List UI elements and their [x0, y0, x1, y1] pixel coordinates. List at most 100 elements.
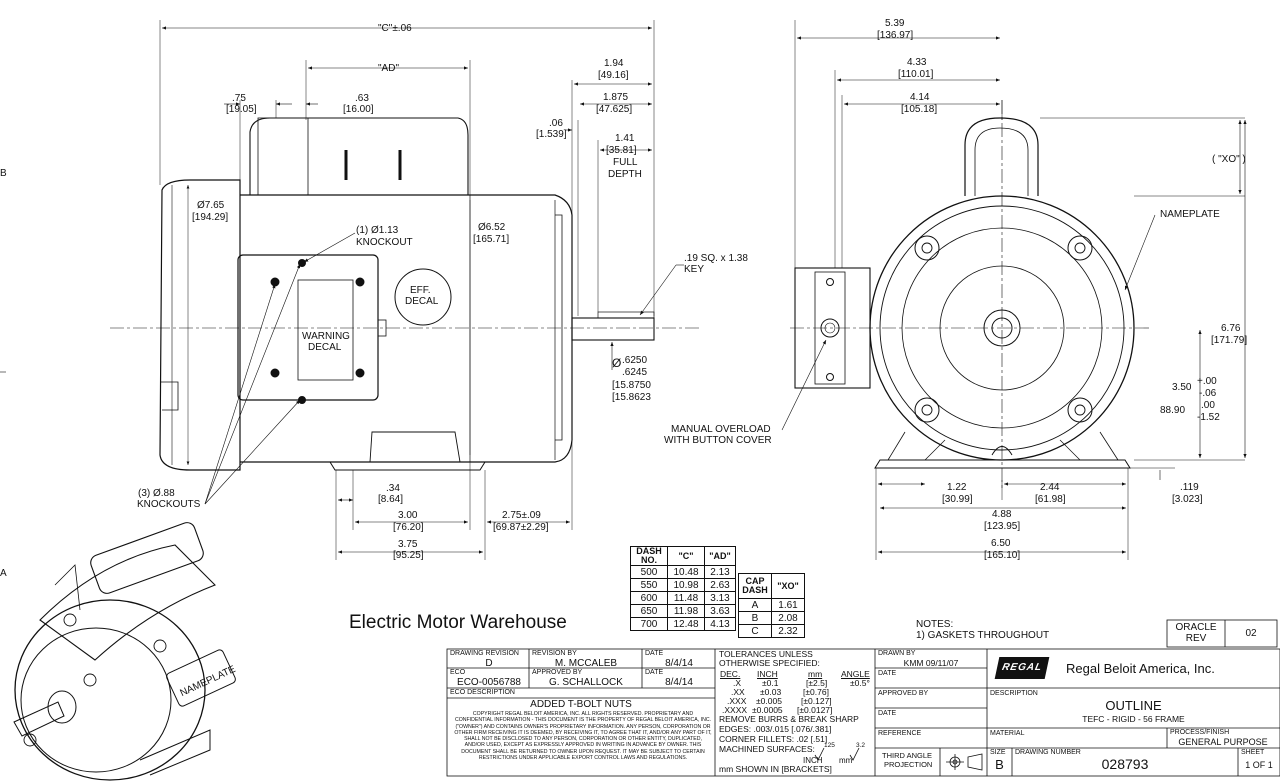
dim-244: 2.44	[1040, 482, 1060, 493]
corner-fillets-note: CORNER FILLETS: .02 [.51]	[719, 734, 828, 744]
dim-350-tol-plus: +.00	[1197, 376, 1217, 387]
dim-006: .06	[549, 118, 563, 129]
dim-034: .34	[386, 483, 400, 494]
dim-c-label: "C"±.06	[378, 23, 412, 34]
dim-194-mm: [49.16]	[598, 70, 629, 81]
brand-caption: Electric Motor Warehouse	[349, 612, 567, 633]
cell: 500	[630, 565, 668, 579]
cell: 550	[630, 578, 668, 592]
tol-x: .X	[733, 678, 742, 688]
oracle-label: ORACLE	[1175, 622, 1217, 633]
iso-view	[13, 522, 236, 781]
full-depth-1: FULL	[613, 157, 638, 168]
dim-350-tol-minus: -.06	[1199, 388, 1217, 399]
dim-075-mm: [19.05]	[226, 104, 257, 115]
tol-angle-value: ±0.5°	[850, 678, 870, 688]
dim-1875-mm: [47.625]	[596, 104, 633, 115]
cell: 650	[630, 604, 668, 618]
drawing-revision: D	[485, 658, 493, 669]
dim-244-mm: [61.98]	[1035, 494, 1066, 505]
revision-by: M. MCCALEB	[554, 658, 618, 669]
ms-mm: mm	[839, 756, 853, 765]
title-block-frame	[446, 619, 1280, 777]
shaft-mm-2: [15.8623	[612, 392, 651, 403]
revision-by-label: REVISION BY	[532, 650, 577, 657]
dim-119-mm: [3.023]	[1172, 494, 1203, 505]
sheet-value: 1 OF 1	[1245, 760, 1273, 770]
notes-line-1: 1) GASKETS THROUGHOUT	[916, 630, 1050, 641]
dim-119: .119	[1180, 482, 1199, 493]
dim-006-mm: [1.539]	[536, 129, 567, 140]
description-label: DESCRIPTION	[990, 690, 1038, 697]
drawn-by-label: DRAWN BY	[878, 650, 916, 657]
dim-488: 4.88	[992, 509, 1012, 520]
dim-433: 4.33	[907, 57, 927, 68]
tol-xx: .XX	[731, 687, 745, 697]
dim-063-mm: [16.00]	[343, 104, 374, 115]
ms-32: 3.2	[856, 742, 866, 749]
c-col-header: "C"	[667, 546, 705, 566]
full-depth-2: DEPTH	[608, 169, 642, 180]
knockouts-088: (3) Ø.88	[138, 488, 175, 499]
shaft-dim-1: .6250	[622, 355, 648, 366]
shaft-phi: Ø	[612, 356, 622, 370]
projection-label: PROJECTION	[884, 760, 933, 769]
dim-676-mm: [171.79]	[1211, 335, 1248, 346]
ad-col-header: "AD"	[704, 546, 736, 566]
dim-063: .63	[355, 93, 369, 104]
dim-539: 5.39	[885, 18, 905, 29]
dim-141: 1.41	[615, 133, 635, 144]
key-label-2: KEY	[684, 264, 705, 275]
side-view	[110, 20, 700, 560]
legal-notice: COPYRIGHT REGAL BELOIT AMERICA, INC. ALL…	[454, 711, 712, 762]
cell: C	[738, 624, 772, 638]
border-letter-b: B	[0, 168, 7, 179]
knockout-113b: KNOCKOUT	[356, 237, 413, 248]
drawing-revision-label: DRAWING REVISION	[450, 650, 519, 657]
tolerances-title-2: OTHERWISE SPECIFIED:	[719, 658, 820, 668]
border-letter-a: A	[0, 568, 7, 579]
cell: 4.13	[704, 617, 736, 631]
approved-date-label: DATE	[645, 669, 664, 676]
description-subtitle: TEFC - RIGID - 56 FRAME	[1082, 714, 1185, 724]
dim-122-mm: [30.99]	[942, 494, 973, 505]
dim-350-mm: 88.90	[1160, 405, 1186, 416]
dash-table-header: DASH NO. "C" "AD"	[630, 546, 736, 566]
dim-375-mm: [95.25]	[393, 550, 424, 561]
drawing-number-label: DRAWING NUMBER	[1015, 749, 1081, 756]
description-title: OUTLINE	[1105, 698, 1162, 713]
warning-decal-2: DECAL	[308, 342, 342, 353]
cell: 600	[630, 591, 668, 605]
cell: 2.13	[704, 565, 736, 579]
revision-date: 8/4/14	[665, 658, 693, 669]
ms-inch: INCH	[803, 756, 823, 765]
material-label: MATERIAL	[990, 730, 1025, 737]
dim-300: 3.00	[398, 510, 418, 521]
size-label: SIZE	[990, 749, 1006, 756]
xo-col-header: "XO"	[771, 573, 805, 599]
notes-title: NOTES:	[916, 619, 954, 630]
cell: 12.48	[667, 617, 705, 631]
regal-logo: REGAL	[994, 657, 1050, 679]
remove-burrs: REMOVE BURRS & BREAK SHARP	[719, 714, 859, 724]
dim-1875: 1.875	[603, 92, 629, 103]
cell: 3.13	[704, 591, 736, 605]
ms-125: 125	[824, 742, 835, 749]
tol-dec-header: DEC.	[720, 669, 741, 679]
dim-676: 6.76	[1221, 323, 1241, 334]
tol-xxx: .XXX	[727, 696, 747, 706]
cap-dash-col-header: CAP DASH	[738, 573, 772, 599]
end-view	[781, 20, 1247, 560]
tol-inch-header: INCH	[757, 669, 778, 679]
dim-414-mm: [105.18]	[901, 104, 938, 115]
dim-539-mm: [136.97]	[877, 30, 914, 41]
tol-mm-header: mm	[808, 669, 823, 679]
cell: A	[738, 598, 772, 612]
tol-xx-inch: ±0.03	[760, 687, 782, 697]
dim-650-mm: [165.10]	[984, 550, 1021, 561]
